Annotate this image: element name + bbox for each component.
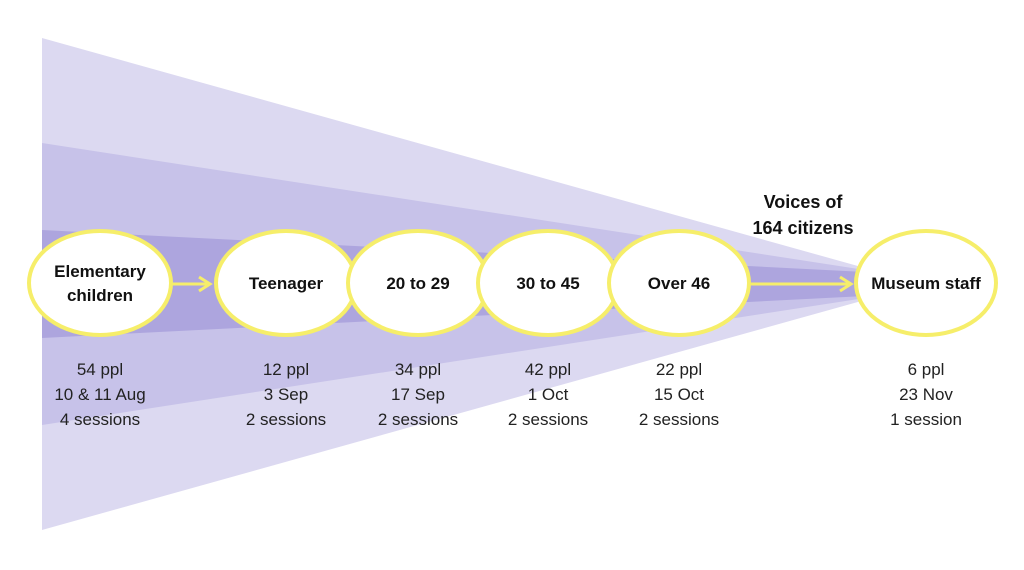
group-stat-sessions: 2 sessions bbox=[378, 410, 458, 429]
group-stat-people: 42 ppl bbox=[525, 360, 571, 379]
group-node-2: Teenager bbox=[214, 229, 358, 337]
arrow-2 bbox=[748, 275, 854, 293]
group-stat-people: 6 ppl bbox=[908, 360, 945, 379]
group-stat-sessions: 1 session bbox=[890, 410, 962, 429]
group-node-ellipse bbox=[27, 229, 173, 337]
group-stat-sessions: 2 sessions bbox=[246, 410, 326, 429]
arrow-1 bbox=[170, 275, 213, 293]
voices-line-2: 164 citizens bbox=[752, 218, 853, 238]
group-stat-people: 22 ppl bbox=[656, 360, 702, 379]
group-nodes: Elementary children Teenager 20 to 29 30 to … bbox=[27, 229, 998, 337]
group-stat-date: 23 Nov bbox=[899, 385, 953, 404]
group-stats: 54 ppl 10 & 11 Aug 4 sessions 12 ppl 3 Sep 2 … bbox=[54, 360, 962, 429]
group-stat-people: 12 ppl bbox=[263, 360, 309, 379]
group-node-3: 20 to 29 bbox=[346, 229, 490, 337]
group-node-label: Elementary bbox=[54, 262, 146, 281]
group-stat-sessions: 2 sessions bbox=[508, 410, 588, 429]
group-stat-date: 17 Sep bbox=[391, 385, 445, 404]
group-node-ellipse bbox=[607, 229, 751, 337]
group-stat-date: 3 Sep bbox=[264, 385, 308, 404]
group-stat-date: 1 Oct bbox=[528, 385, 569, 404]
group-node-label: 30 to 45 bbox=[516, 274, 579, 293]
group-stat-date: 10 & 11 Aug bbox=[54, 385, 145, 404]
group-node-label: children bbox=[67, 286, 133, 305]
group-node-6: Museum staff bbox=[854, 229, 998, 337]
group-node-4: 30 to 45 bbox=[476, 229, 620, 337]
group-node-label: Museum staff bbox=[871, 274, 981, 293]
group-node-label: Teenager bbox=[249, 274, 324, 293]
group-node-1: Elementary children bbox=[27, 229, 173, 337]
group-stat-date: 15 Oct bbox=[654, 385, 704, 404]
group-stat-people: 34 ppl bbox=[395, 360, 441, 379]
group-node-label: 20 to 29 bbox=[386, 274, 449, 293]
group-node-label: Over 46 bbox=[648, 274, 710, 293]
group-stat-sessions: 4 sessions bbox=[60, 410, 140, 429]
group-stat-sessions: 2 sessions bbox=[639, 410, 719, 429]
voices-line-1: Voices of bbox=[764, 192, 844, 212]
group-stat-people: 54 ppl bbox=[77, 360, 123, 379]
group-node-5: Over 46 bbox=[607, 229, 751, 337]
group-node-ellipse bbox=[854, 229, 998, 337]
